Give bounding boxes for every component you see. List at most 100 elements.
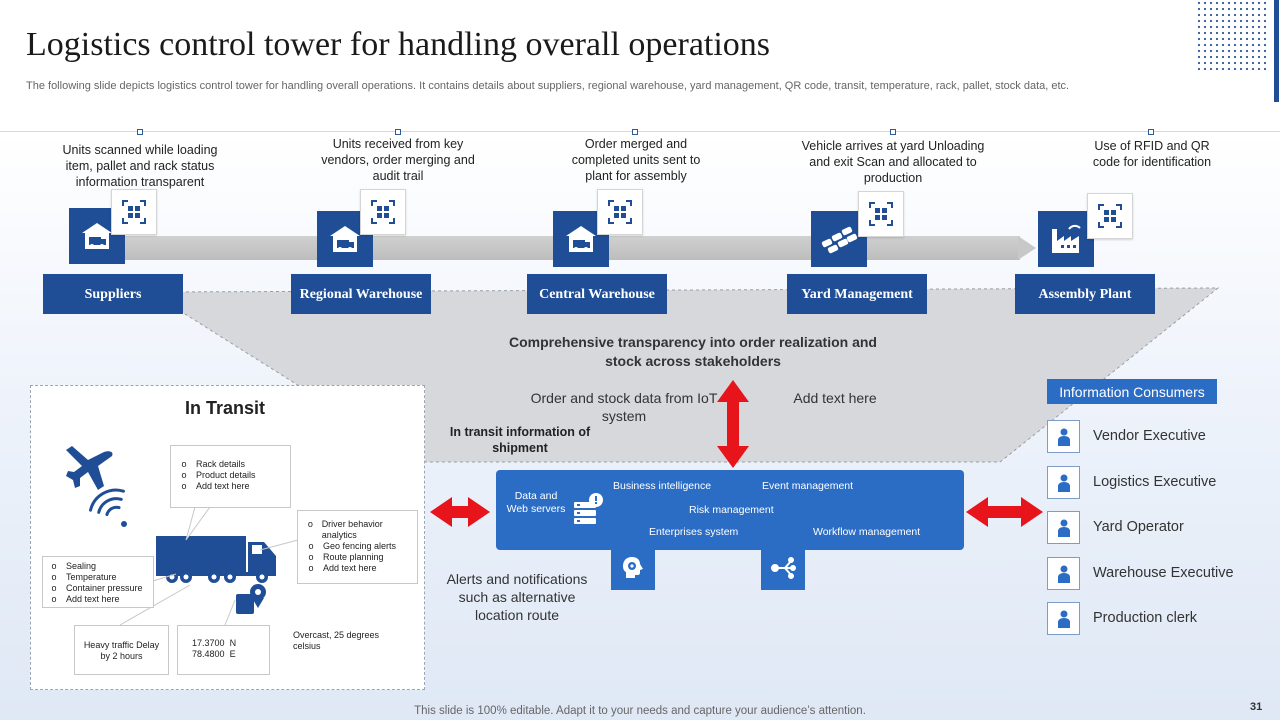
- person-icon: [1047, 511, 1080, 544]
- slide-title: Logistics control tower for handling ove…: [26, 26, 771, 63]
- callout-item: Container pressure: [66, 583, 143, 593]
- callout-item: Geo fencing alerts: [323, 541, 397, 551]
- panel-item-business-intelligence: Business intelligence: [613, 480, 712, 492]
- header-divider: [0, 131, 1280, 132]
- consumer-vendor-executive: Vendor Executive: [1093, 428, 1206, 444]
- qr-code-icon: [360, 189, 406, 235]
- callout-item: Sealing: [66, 561, 97, 571]
- panel-item-risk-management: Risk management: [689, 504, 774, 516]
- decorative-accent-bar: [1274, 0, 1279, 102]
- funnel-headline: Comprehensive transparency into order re…: [509, 334, 877, 369]
- qr-code-icon: [858, 191, 904, 237]
- page-number: 31: [1250, 701, 1263, 713]
- panel-item-workflow-management: Workflow management: [813, 526, 921, 538]
- alerts-notifications-text: Alerts and notifications such as alterna…: [446, 571, 588, 623]
- in-transit-title: In Transit: [184, 398, 265, 418]
- airplane-icon: [66, 446, 113, 490]
- truck-icon: [156, 536, 276, 583]
- bullet-marker: o: [181, 470, 187, 480]
- stage-anchor: [1148, 129, 1154, 135]
- stage-anchor: [632, 129, 638, 135]
- qr-code-icon: [1087, 193, 1133, 239]
- bullet-marker: o: [51, 561, 57, 571]
- traffic-text: Heavy traffic Delay by 2 hours: [83, 640, 160, 661]
- shipment-info-text: In transit information of shipment: [449, 425, 591, 455]
- data-servers-label: Data and Web servers: [506, 490, 566, 515]
- vertical-double-arrow: [717, 380, 749, 468]
- person-icon: [1047, 466, 1080, 499]
- coord-east-value: 78.4800: [192, 649, 225, 659]
- callout-item: Temperature: [66, 572, 117, 582]
- bullet-marker: o: [308, 541, 314, 551]
- callout-item: Rack details: [196, 459, 246, 469]
- stage-description-suppliers: Units scanned while loading item, pallet…: [62, 143, 218, 189]
- decorative-dot-grid: [1196, 0, 1268, 70]
- coord-north-unit: N: [229, 638, 237, 648]
- bullet-marker: o: [307, 519, 313, 529]
- bullet-marker: o: [308, 552, 314, 562]
- bullet-marker: o: [51, 572, 57, 582]
- consumer-logistics-executive: Logistics Executive: [1093, 474, 1217, 490]
- panel-item-event-management: Event management: [762, 480, 854, 492]
- callout-item: Product details: [196, 470, 256, 480]
- person-icon: [1047, 420, 1080, 453]
- coord-north-value: 17.3700: [192, 638, 225, 648]
- callout-item: Add text here: [323, 563, 377, 573]
- right-double-arrow: [966, 497, 1043, 527]
- callout-item: Add text here: [66, 594, 120, 604]
- process-arrow-head: [1018, 236, 1036, 260]
- coordinates-callout: 17.3700 N 78.4800 E: [177, 625, 270, 675]
- footer-note: This slide is 100% editable. Adapt it to…: [414, 705, 866, 717]
- callout-item: Add text here: [196, 481, 250, 491]
- stage-description-yard-management: Vehicle arrives at yard Unloading and ex…: [801, 139, 985, 185]
- traffic-callout: Heavy traffic Delay by 2 hours: [74, 625, 169, 675]
- consumer-warehouse-executive: Warehouse Executive: [1093, 565, 1234, 581]
- iot-data-text: Order and stock data from IoT system: [530, 390, 718, 424]
- consumer-production-clerk: Production clerk: [1093, 610, 1197, 626]
- weather-text: Overcast, 25 degrees celsius: [293, 630, 380, 651]
- location-pin-icon: [236, 584, 266, 614]
- stage-description-regional-warehouse: Units received from key vendors, order m…: [321, 137, 475, 183]
- left-double-arrow: [430, 497, 490, 527]
- stage-anchor: [395, 129, 401, 135]
- bullet-marker: o: [181, 481, 187, 491]
- qr-code-icon: [597, 189, 643, 235]
- stage-label-central-warehouse: Central Warehouse: [527, 274, 667, 314]
- workflow-network-icon: [761, 546, 805, 590]
- stage-anchor: [137, 129, 143, 135]
- stage-label-regional-warehouse: Regional Warehouse: [291, 274, 431, 314]
- person-icon: [1047, 557, 1080, 590]
- callout-item: Route planning: [323, 552, 384, 562]
- stage-anchor: [890, 129, 896, 135]
- bullet-marker: o: [181, 459, 187, 469]
- ai-head-icon: [611, 546, 655, 590]
- panel-item-enterprises-system: Enterprises system: [649, 526, 739, 538]
- factory-icon: [1038, 211, 1094, 267]
- add-text-placeholder: Add text here: [793, 390, 877, 406]
- bullet-marker: o: [308, 563, 314, 573]
- bullet-marker: o: [51, 583, 57, 593]
- callout-item: Driver behavior analytics: [321, 519, 383, 540]
- warehouse-truck-icon: [553, 211, 609, 267]
- stage-description-assembly-plant: Use of RFID and QR code for identificati…: [1092, 139, 1212, 169]
- stage-description-central-warehouse: Order merged and completed units sent to…: [571, 137, 701, 183]
- bullet-marker: o: [51, 594, 57, 604]
- stage-label-suppliers: Suppliers: [43, 274, 183, 314]
- vehicle-fleet-icon: [811, 211, 867, 267]
- stage-label-assembly-plant: Assembly Plant: [1015, 274, 1155, 314]
- slide-subtitle: The following slide depicts logistics co…: [26, 80, 1070, 92]
- consumer-yard-operator: Yard Operator: [1093, 519, 1184, 535]
- information-consumers-heading: Information Consumers: [1047, 379, 1217, 404]
- data-services-panel: [496, 470, 964, 550]
- wifi-icon: [89, 488, 125, 517]
- server-icon: [574, 493, 603, 524]
- person-icon: [1047, 602, 1080, 635]
- qr-code-icon: [111, 189, 157, 235]
- coord-east-unit: E: [229, 649, 236, 659]
- stage-label-yard-management: Yard Management: [787, 274, 927, 314]
